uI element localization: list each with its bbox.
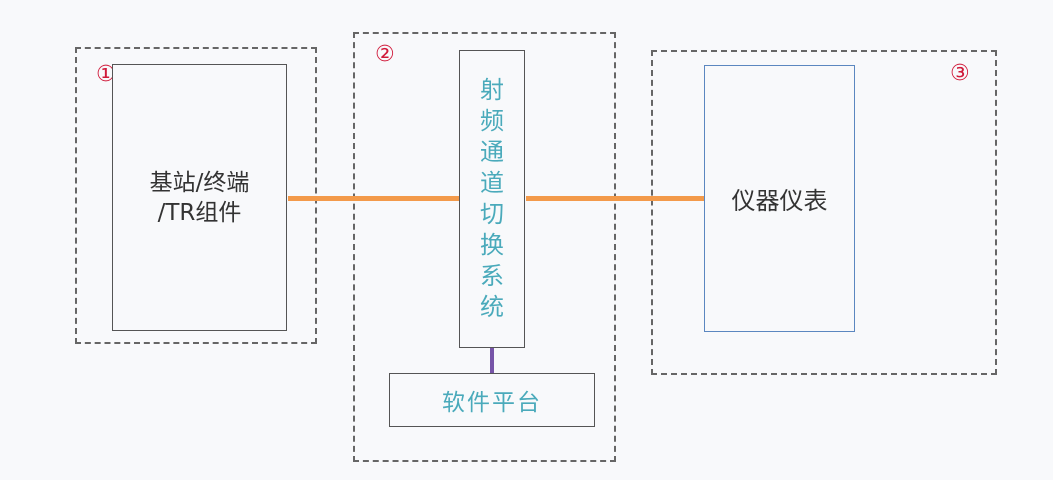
base-station-label-line1: 基站/终端 (149, 169, 250, 196)
switch-char: 道 (480, 169, 504, 197)
group-2-number: ② (375, 42, 395, 67)
group-1-number: ① (96, 62, 116, 87)
base-station-terminal-box: 基站/终端 /TR组件 (112, 64, 287, 331)
switch-char: 频 (480, 107, 504, 135)
instrument-label: 仪器仪表 (731, 187, 828, 215)
switch-char: 系 (480, 262, 504, 290)
switch-char: 通 (480, 138, 504, 166)
group-3-boundary (651, 50, 997, 375)
group-1-boundary (75, 47, 317, 344)
switch-char: 统 (480, 293, 504, 321)
switch-char: 射 (480, 76, 504, 104)
switch-char: 换 (480, 231, 504, 259)
station-to-switch-connector (288, 196, 459, 201)
group-3-number: ③ (950, 61, 970, 86)
software-platform-label: 软件平台 (442, 390, 542, 416)
switch-to-instrument-connector (526, 196, 704, 201)
group-2-boundary (353, 32, 616, 462)
software-platform-box: 软件平台 (389, 373, 595, 427)
rf-channel-switch-system-box: 射 频 通 道 切 换 系 统 (459, 50, 525, 348)
base-station-label-line2: /TR组件 (157, 199, 242, 226)
instrument-box: 仪器仪表 (704, 65, 855, 332)
switch-char: 切 (480, 200, 504, 228)
switch-to-software-connector (490, 348, 494, 374)
